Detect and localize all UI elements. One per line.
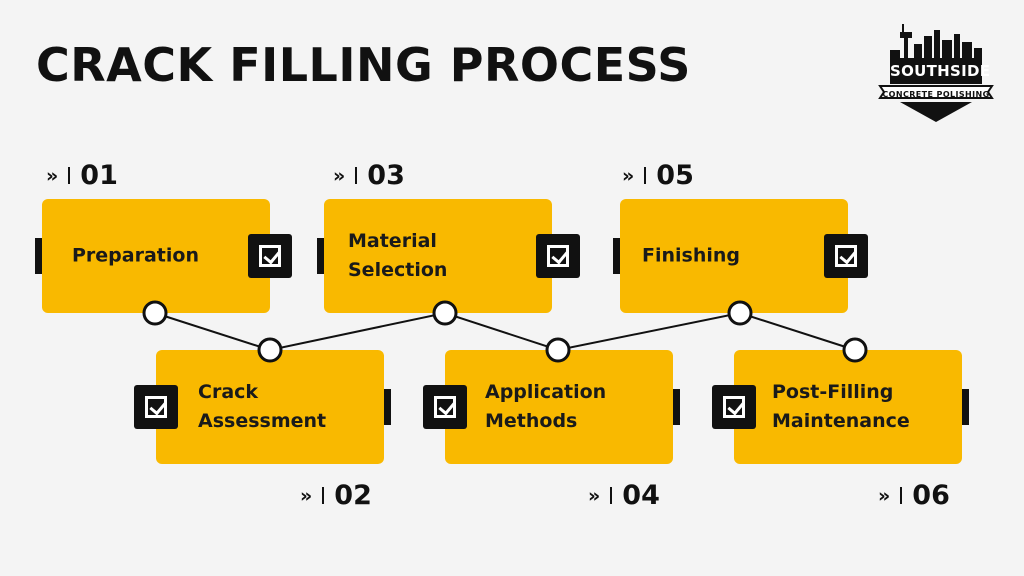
double-chevron-icon: » <box>622 164 635 187</box>
logo-subtitle: CONCRETE POLISHING <box>882 90 990 99</box>
step-number: 03 <box>367 160 405 191</box>
separator <box>322 487 325 504</box>
step-label: Post-Filling Maintenance <box>772 381 910 432</box>
double-chevron-icon: » <box>46 164 59 187</box>
separator <box>610 487 613 504</box>
card-tab <box>613 238 620 274</box>
step-label: Material Selection <box>348 230 448 281</box>
card-tab <box>673 389 680 425</box>
step-card-application-methods: Application Methods <box>423 350 680 464</box>
separator <box>68 167 71 184</box>
step-card-post-filling-maintenance: Post-Filling Maintenance <box>712 350 969 464</box>
card-tab <box>317 238 324 274</box>
step-number: 06 <box>912 480 950 511</box>
separator <box>644 167 647 184</box>
skyline-logo-icon <box>878 24 994 122</box>
double-chevron-icon: » <box>300 484 313 507</box>
checkbox-icon <box>536 234 580 278</box>
southside-logo: SOUTHSIDE CONCRETE POLISHING <box>878 22 994 126</box>
step-number: 05 <box>656 160 694 191</box>
step-number-03: » 03 <box>333 160 405 191</box>
step-card-material-selection: Material Selection <box>317 199 580 313</box>
page-title: CRACK FILLING PROCESS <box>36 38 691 92</box>
step-number: 01 <box>80 160 118 191</box>
step-label: Application Methods <box>485 381 607 432</box>
step-number-04: » 04 <box>588 480 660 511</box>
separator <box>900 487 903 504</box>
double-chevron-icon: » <box>588 484 601 507</box>
separator <box>355 167 358 184</box>
double-chevron-icon: » <box>333 164 346 187</box>
step-number-05: » 05 <box>622 160 694 191</box>
step-number: 04 <box>622 480 660 511</box>
checkbox-icon <box>134 385 178 429</box>
step-number: 02 <box>334 480 372 511</box>
double-chevron-icon: » <box>878 484 891 507</box>
step-number-01: » 01 <box>46 160 118 191</box>
checkbox-icon <box>712 385 756 429</box>
card-tab <box>962 389 969 425</box>
step-card-finishing: Finishing <box>613 199 868 313</box>
checkbox-icon <box>248 234 292 278</box>
step-number-06: » 06 <box>878 480 950 511</box>
checkbox-icon <box>824 234 868 278</box>
step-label: Preparation <box>72 244 199 267</box>
step-number-02: » 02 <box>300 480 372 511</box>
step-card-preparation: Preparation <box>35 199 292 313</box>
step-card-crack-assessment: Crack Assessment <box>134 350 391 464</box>
logo-name: SOUTHSIDE <box>890 62 991 80</box>
connector-path <box>154 311 856 352</box>
step-label: Crack Assessment <box>198 381 327 432</box>
card-tab <box>384 389 391 425</box>
card-tab <box>35 238 42 274</box>
checkbox-icon <box>423 385 467 429</box>
step-label: Finishing <box>642 244 741 267</box>
